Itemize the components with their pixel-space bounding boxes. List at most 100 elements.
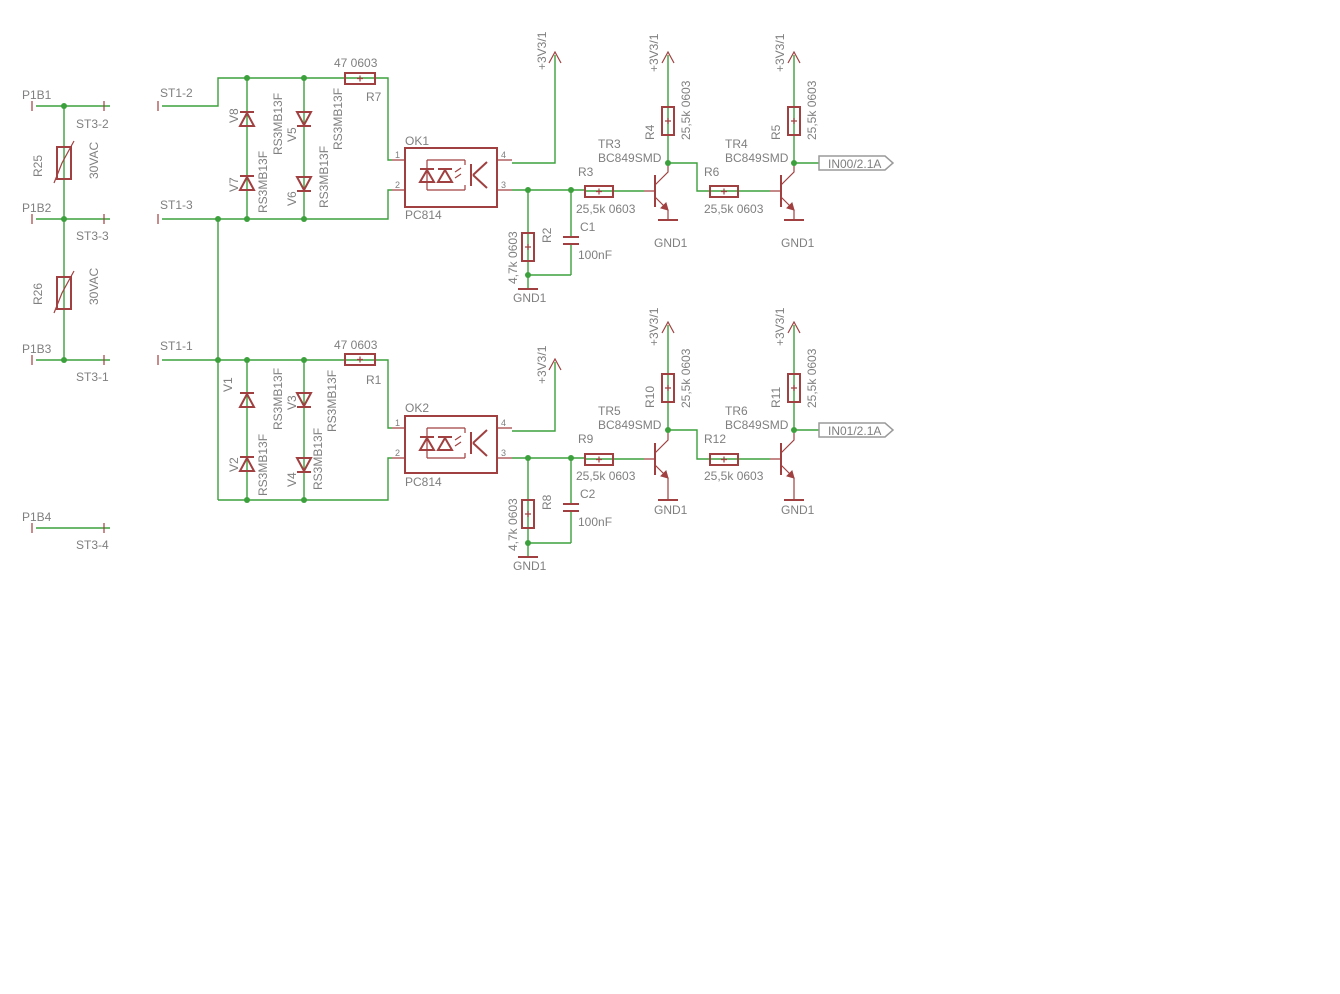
diode-part: RS3MB13F — [256, 434, 270, 496]
varistor-r25: R25 30VAC — [31, 140, 101, 184]
input-channel-0: 47 0603 R7 V8 V7 RS3MB13F V5 RS3MB13F V6… — [162, 31, 895, 305]
output-label: IN01/2.1A — [828, 424, 881, 438]
series-resistor-r1: 47 0603 R1 — [334, 338, 382, 387]
diode-v8: V8 — [227, 108, 256, 127]
connector-label-st3-2: ST3-2 — [76, 117, 109, 131]
resistor-name: R1 — [366, 373, 382, 387]
input-label-st1-1: ST1-1 — [160, 339, 193, 353]
varistor-value: 30VAC — [87, 268, 101, 305]
transistor-tr4: TR4 BC849SMD GND1 — [725, 137, 815, 250]
diode-part: RS3MB13F — [311, 428, 325, 490]
opto-pin-2: 2 — [395, 448, 400, 458]
diode-part: RS3MB13F — [325, 370, 339, 432]
resistor-value: 25,5k 0603 — [805, 80, 819, 140]
pullup-r10: +3V3/1 R10 25,5k 0603 — [643, 307, 693, 430]
diode-v4: V4 RS3MB13F RS3MB13F — [285, 370, 339, 490]
varistor-name: R26 — [31, 283, 45, 305]
output-label: IN00/2.1A — [828, 157, 881, 171]
ground-label: GND1 — [654, 503, 688, 517]
ground-label: GND1 — [654, 236, 688, 250]
resistor-name: R9 — [578, 432, 594, 446]
varistor-value: 30VAC — [87, 142, 101, 179]
input-label-st1-3: ST1-3 — [160, 198, 193, 212]
transistor-part: BC849SMD — [598, 418, 662, 432]
resistor-value: 4,7k 0603 — [506, 231, 520, 284]
opto-name: OK1 — [405, 134, 429, 148]
diode-v3: V3 RS3MB13F — [271, 368, 313, 430]
supply-label: +3V3/1 — [773, 33, 787, 72]
pullup-r5: +3V3/1 R5 25,5k 0603 — [769, 33, 819, 163]
diode-v2: V2 RS3MB13F — [227, 434, 270, 496]
resistor-name: R3 — [578, 165, 594, 179]
connector-label-p1b4: P1B4 — [22, 510, 52, 524]
diode-part: RS3MB13F — [256, 151, 270, 213]
supply-label: +3V3/1 — [647, 33, 661, 72]
diode-v5: V5 RS3MB13F — [271, 93, 313, 155]
input-connectors: ST1-2 ST1-3 ST1-1 — [157, 86, 221, 500]
transistor-part: BC849SMD — [598, 151, 662, 165]
ground-label: GND1 — [781, 503, 815, 517]
resistor-name: R11 — [769, 387, 783, 408]
diode-name: V7 — [227, 177, 241, 192]
base-resistor-r3: R3 25,5k 0603 — [576, 165, 644, 216]
resistor-value: 25,5k 0603 — [704, 202, 764, 216]
capacitor-value: 100nF — [578, 515, 612, 529]
diode-name: V1 — [221, 377, 235, 392]
transistor-tr3: TR3 BC849SMD GND1 — [598, 137, 688, 250]
connector-label-p1b3: P1B3 — [22, 342, 52, 356]
ground-label: GND1 — [513, 559, 547, 573]
diode-part: RS3MB13F — [331, 88, 345, 150]
connector-label-st3-1: ST3-1 — [76, 370, 109, 384]
diode-part: RS3MB13F — [317, 146, 331, 208]
resistor-name: R2 — [540, 227, 554, 243]
transistor-name: TR5 — [598, 404, 621, 418]
diode-part: RS3MB13F — [271, 93, 285, 155]
resistor-value: 25,5k 0603 — [704, 469, 764, 483]
capacitor-c1: C1 100nF — [563, 220, 612, 262]
ground-label: GND1 — [513, 291, 547, 305]
resistor-name: R7 — [366, 90, 382, 104]
ground-symbol: GND1 — [513, 288, 547, 305]
pullup-r11: +3V3/1 R11 25,5k 0603 — [769, 307, 819, 430]
capacitor-name: C2 — [580, 487, 596, 501]
resistor-value: 25,5k 0603 — [679, 348, 693, 408]
supply-label: +3V3/1 — [535, 31, 549, 70]
connector-label-st3-4: ST3-4 — [76, 538, 109, 552]
opto-pin-2: 2 — [395, 180, 400, 190]
capacitor-name: C1 — [580, 220, 596, 234]
diode-name: V4 — [285, 472, 299, 487]
ground-symbol: GND1 — [513, 556, 547, 573]
input-label-st1-2: ST1-2 — [160, 86, 193, 100]
resistor-value: 25,5k 0603 — [679, 80, 693, 140]
diode-name: V2 — [227, 457, 241, 472]
diode-v1: V1 — [221, 377, 256, 408]
resistor-name: R10 — [643, 386, 657, 408]
base-resistor-r12: R12 25,5k 0603 — [668, 429, 770, 483]
output-port-in00: IN00/2.1A — [794, 155, 895, 171]
input-channel-1: 47 0603 R1 V1 V2 RS3MB13F V3 RS3MB13F V4… — [162, 307, 895, 573]
resistor-value: 25,5k 0603 — [576, 202, 636, 216]
connector-label-p1b1: P1B1 — [22, 88, 52, 102]
resistor-name: R5 — [769, 124, 783, 140]
opto-pin-3: 3 — [501, 180, 506, 190]
optocoupler-ok2: OK2 PC814 1 2 3 4 — [392, 401, 512, 489]
resistor-value: 25,5k 0603 — [576, 469, 636, 483]
resistor-value: 47 0603 — [334, 338, 378, 352]
resistor-name: R12 — [704, 432, 726, 446]
capacitor-c2: C2 100nF — [563, 487, 612, 529]
supply-label: +3V3/1 — [773, 307, 787, 346]
connector-block: P1B1 P1B2 P1B3 P1B4 ST3-2 ST3-3 ST3-1 ST… — [22, 88, 110, 552]
resistor-name: R6 — [704, 165, 720, 179]
opto-pin-3: 3 — [501, 448, 506, 458]
diode-name: V6 — [285, 191, 299, 206]
connector-label-p1b2: P1B2 — [22, 201, 52, 215]
transistor-name: TR4 — [725, 137, 748, 151]
base-resistor-r9: R9 25,5k 0603 — [576, 432, 644, 483]
ground-label: GND1 — [781, 236, 815, 250]
transistor-tr5: TR5 BC849SMD GND1 — [598, 404, 688, 517]
transistor-part: BC849SMD — [725, 418, 789, 432]
resistor-name: R4 — [643, 124, 657, 140]
diode-name: V3 — [285, 395, 299, 410]
opto-name: OK2 — [405, 401, 429, 415]
